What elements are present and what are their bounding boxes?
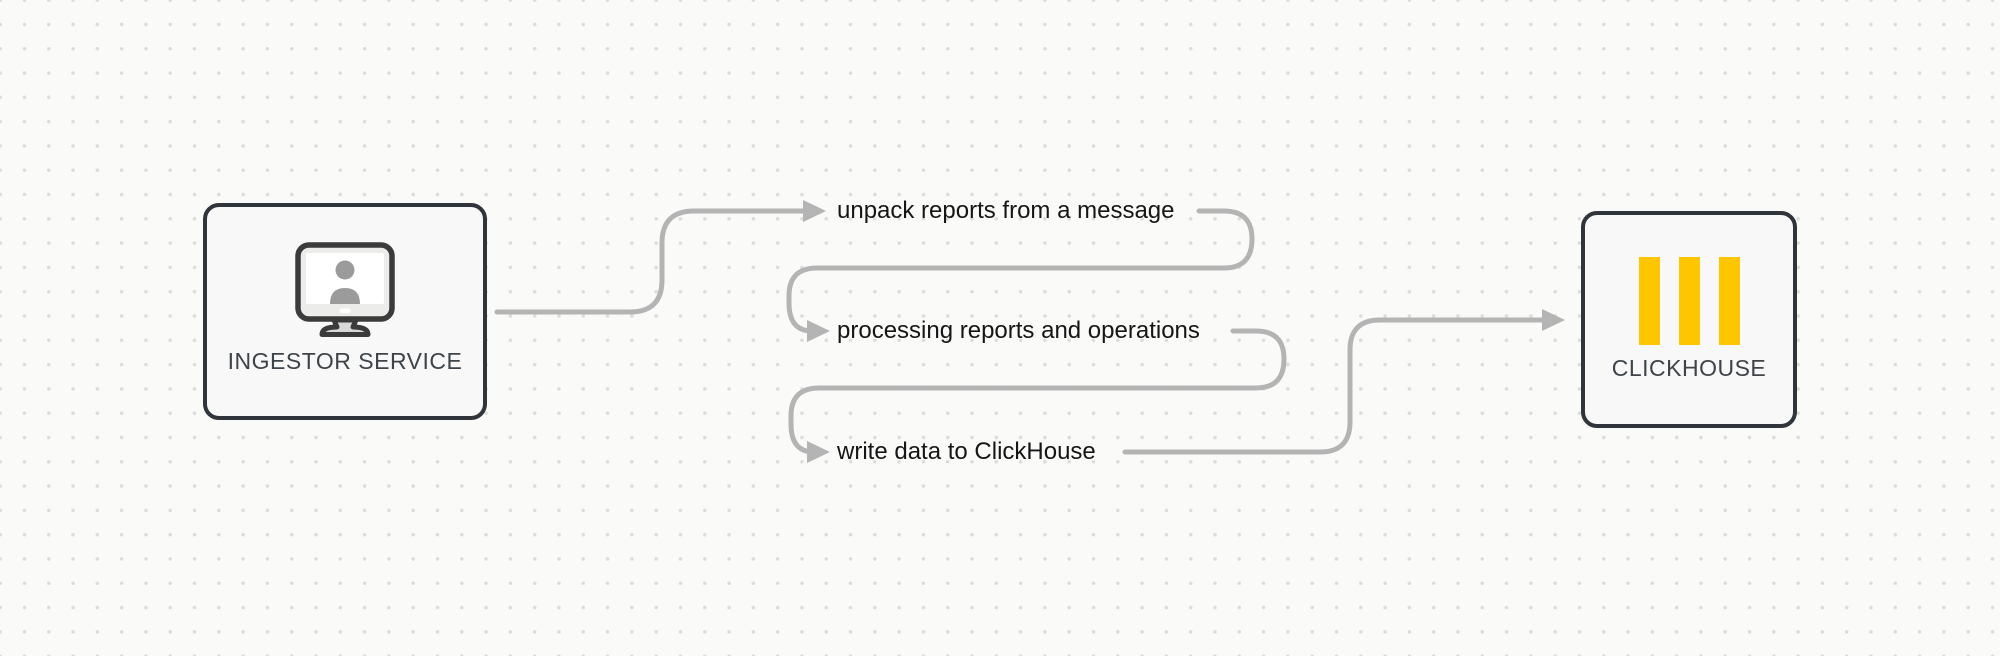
connector-step1-to-step2 (786, 208, 1255, 334)
step-label-write-data: write data to ClickHouse (837, 438, 1096, 465)
step-label-processing-reports: processing reports and operations (837, 317, 1200, 344)
clickhouse-bar (1678, 257, 1700, 345)
arrowhead-icon (807, 441, 830, 463)
node-clickhouse: CLICKHOUSE (1581, 211, 1797, 428)
connector-step2-to-step3 (788, 328, 1287, 455)
step-label-unpack-reports: unpack reports from a message (837, 197, 1175, 224)
monitor-user-icon (295, 242, 395, 337)
ingestor-service-label: INGESTOR SERVICE (227, 348, 463, 374)
clickhouse-label: CLICKHOUSE (1611, 355, 1767, 381)
connector-step3-to-clickhouse (1122, 317, 1545, 455)
arrowhead-icon (1542, 309, 1565, 331)
arrowhead-icon (807, 320, 830, 342)
arrowhead-icon (803, 200, 826, 222)
connector-ingestor-to-step1 (494, 208, 806, 315)
clickhouse-bar (1638, 257, 1660, 345)
node-ingestor-service: INGESTOR SERVICE (203, 203, 487, 420)
clickhouse-bar (1718, 257, 1740, 345)
clickhouse-bars-logo (1638, 257, 1740, 345)
